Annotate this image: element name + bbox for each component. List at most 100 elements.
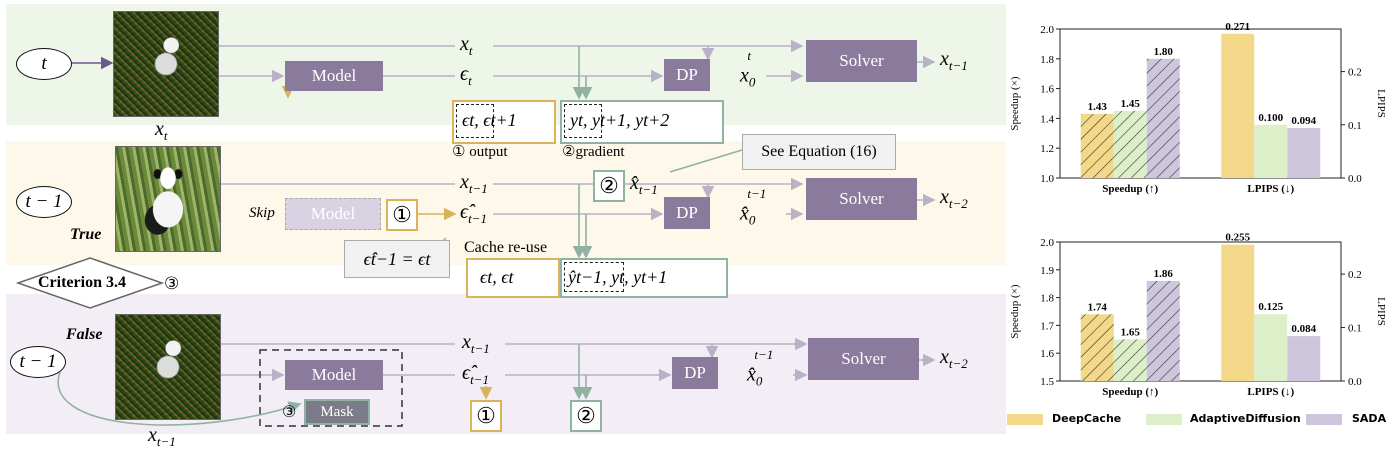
- legend-deepcache: DeepCache: [1052, 412, 1122, 425]
- bar-sada: [1287, 127, 1321, 178]
- skipped-model-box: Model: [285, 198, 381, 230]
- dp-box-row3: DP: [672, 357, 718, 389]
- y-tick-label: 2.0: [1040, 237, 1054, 249]
- model-label: Model: [310, 204, 356, 223]
- label-out-row3: xt−2: [940, 346, 968, 371]
- skip-label: Skip: [249, 205, 275, 221]
- image-label-xt: xt: [155, 118, 168, 143]
- plot-frame: [1059, 241, 1342, 382]
- timestep-oval-t-1-bottom: t − 1: [10, 346, 66, 378]
- bar-hatch: [1146, 280, 1180, 381]
- model-box-row3: Model: [285, 360, 383, 390]
- label-x-t-1-row2: xt−1: [460, 171, 488, 196]
- legend-swatch-deepcache: [1007, 414, 1043, 425]
- marker-2-row3: ②: [570, 400, 602, 432]
- dash-y-t: [564, 104, 602, 138]
- criterion-diamond: [15, 257, 165, 309]
- legend-swatch-adaptive: [1146, 414, 1182, 425]
- model-label: Model: [311, 365, 357, 384]
- data-label: 1.74: [1088, 301, 1108, 313]
- criterion-marker: ③: [164, 274, 180, 293]
- y2-tick-label: 0.1: [1348, 323, 1362, 335]
- marker-text: ②: [599, 173, 619, 198]
- image-label-x-t-1: xt−1: [148, 424, 176, 449]
- data-label: 1.65: [1121, 326, 1141, 338]
- out-box-text: ϵt, ϵt: [480, 267, 514, 287]
- clean-image-row2: [115, 146, 221, 252]
- legend-swatch-sada: [1306, 414, 1342, 425]
- dp-label: DP: [676, 203, 698, 222]
- y-axis-label: Speedup (×): [1009, 284, 1021, 338]
- x-tick-label: Speedup (↑): [1102, 386, 1158, 398]
- data-label: 1.80: [1154, 46, 1174, 58]
- grad-box-text: yt, yt+1, yt+2: [570, 110, 670, 130]
- legend-adaptive: AdaptiveDiffusion: [1190, 412, 1301, 425]
- gradient-cache-box-row2: ŷt−1, yt, yt+1: [560, 258, 728, 298]
- solver-label: Solver: [839, 189, 884, 208]
- label-eps-t: ϵt: [460, 63, 472, 88]
- y-axis-label: Speedup (×): [1009, 76, 1021, 130]
- label-x-t-1-row3: xt−1: [462, 331, 490, 356]
- label-out-row1: xt−1: [940, 48, 968, 73]
- gradient-cache-box-row1: yt, yt+1, yt+2: [560, 100, 724, 144]
- marker-1-row3: ①: [470, 400, 502, 432]
- data-label: 0.094: [1291, 115, 1316, 127]
- y-tick-label: 1.8: [1040, 293, 1054, 305]
- bar-hatch: [1080, 314, 1114, 381]
- y-tick-label: 1.0: [1040, 173, 1054, 185]
- solver-box-row3: Solver: [808, 338, 919, 380]
- y-tick-label: 1.4: [1040, 113, 1054, 125]
- plot-frame: [1059, 28, 1342, 179]
- solver-box-row1: Solver: [806, 40, 917, 82]
- bar-hatch: [1146, 58, 1180, 178]
- y-tick-label: 1.2: [1040, 143, 1054, 155]
- solver-box-row2: Solver: [806, 178, 917, 220]
- marker-1-row2: ①: [386, 199, 418, 231]
- dp-box-row1: DP: [664, 59, 710, 91]
- mask-box: Mask: [304, 399, 370, 425]
- label-out-row2: xt−2: [940, 186, 968, 211]
- cache-reuse-label: Cache re-use: [464, 239, 548, 256]
- dash-yhat: [564, 262, 624, 292]
- gradient-caption: ②gradient: [562, 144, 625, 160]
- output-cache-box-row2: ϵt, ϵt: [466, 258, 560, 298]
- true-label: True: [70, 226, 102, 243]
- x-tick-label: Speedup (↑): [1102, 183, 1158, 195]
- data-label: 0.271: [1225, 21, 1250, 33]
- dp-label: DP: [684, 363, 706, 382]
- y2-tick-label: 0.2: [1348, 269, 1362, 281]
- y-tick-label: 1.8: [1040, 54, 1054, 66]
- data-label: 1.45: [1121, 98, 1141, 110]
- y-tick-label: 1.6: [1040, 84, 1054, 96]
- see-equation-callout: See Equation (16): [742, 134, 896, 170]
- marker-2-row2: ②: [593, 170, 625, 202]
- noisy-image-xt: [113, 11, 219, 117]
- dp-box-row2: DP: [664, 197, 710, 229]
- label-x0-row3: x̂0t−1: [747, 347, 774, 389]
- y-tick-label: 1.7: [1040, 320, 1054, 332]
- criterion-label: Criterion 3.4: [38, 274, 126, 291]
- solver-label: Solver: [839, 51, 884, 70]
- mask-label: Mask: [320, 403, 354, 420]
- x-tick-label: LPIPS (↓): [1247, 386, 1294, 398]
- timestep-label: t: [41, 53, 47, 74]
- timestep-oval-t: t: [16, 48, 72, 80]
- label-epshat-row3: ϵ̂t−1: [462, 362, 489, 387]
- y-tick-label: 1.6: [1040, 348, 1054, 360]
- marker-text: ①: [392, 202, 412, 227]
- dp-label: DP: [676, 65, 698, 84]
- dash-eps-t: [456, 104, 494, 138]
- bar-deepcache: [1221, 33, 1255, 179]
- mask-marker: ③: [282, 404, 297, 421]
- output-caption: ① output: [452, 144, 508, 160]
- data-label: 0.125: [1258, 301, 1283, 313]
- bar-sada: [1287, 336, 1321, 381]
- y-tick-label: 1.5: [1040, 376, 1054, 388]
- timestep-label: t − 1: [25, 191, 63, 212]
- grad-box-text: ŷt−1, yt, yt+1: [568, 267, 668, 287]
- label-x0-row2: x̂0t−1: [740, 186, 767, 228]
- data-label: 0.100: [1258, 112, 1283, 124]
- label-xhat-row2: x̂t−1: [630, 172, 658, 197]
